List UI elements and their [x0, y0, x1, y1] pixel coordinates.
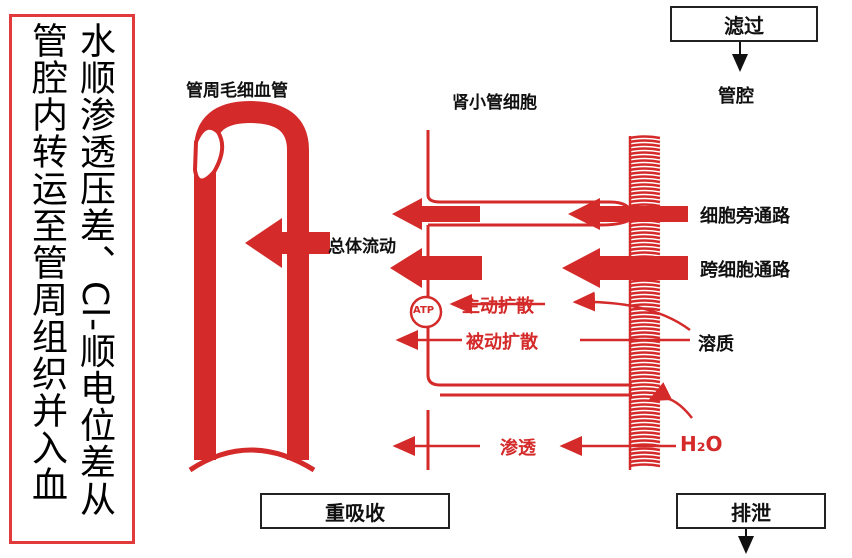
transcellular-label: 跨细胞通路 — [700, 260, 790, 281]
filtration-box: 滤过 — [670, 6, 818, 42]
note-column-right: 水顺渗透压差、Cl-顺电位差从 — [74, 22, 115, 518]
capillary-vessel — [188, 100, 316, 473]
solute-label: 溶质 — [698, 334, 734, 355]
brush-border-coil — [629, 135, 661, 468]
atp-circle — [409, 295, 443, 329]
paracellular-arrow-in — [568, 198, 688, 230]
transcellular-arrow-in — [562, 248, 688, 288]
tubule-cell-label: 肾小管细胞 — [452, 93, 537, 113]
excretion-box: 排泄 — [676, 493, 826, 529]
reabsorption-box: 重吸收 — [260, 493, 450, 529]
bulk-flow-arrow — [245, 218, 330, 268]
atp-label: ATP — [413, 305, 435, 316]
water-entry-line — [647, 382, 693, 419]
paracellular-label: 细胞旁通路 — [700, 206, 790, 227]
capillary-label: 管周毛细血管 — [186, 81, 288, 101]
bulk-flow-label: 总体流动 — [328, 237, 396, 257]
paracellular-arrow-out — [392, 198, 480, 230]
osmosis-label: 渗透 — [500, 438, 536, 459]
active-diffusion-in-line — [572, 291, 691, 332]
active-diffusion-label: 主动扩散 — [462, 296, 534, 317]
note-column-left: 管腔内转运至管周组织并入血 — [26, 22, 67, 503]
transcellular-arrow-out — [390, 248, 482, 288]
note-frame — [9, 14, 135, 544]
water-label: H₂O — [680, 432, 723, 456]
lumen-label: 管腔 — [718, 86, 754, 107]
passive-diffusion-label: 被动扩散 — [466, 332, 538, 353]
brush-border — [628, 135, 661, 470]
